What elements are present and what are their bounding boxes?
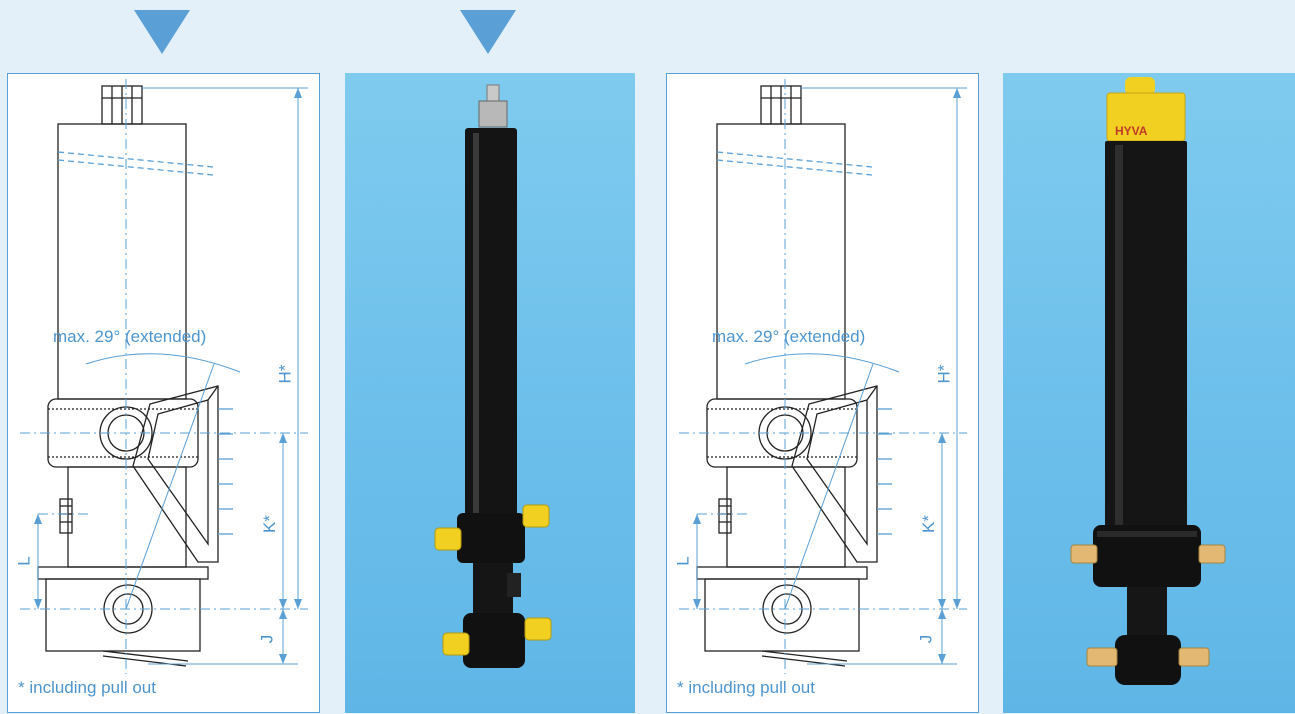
dimension-label-h: H* [275, 364, 295, 384]
dimension-label-j: J [916, 634, 936, 644]
dimension-label-h: H* [934, 364, 954, 384]
dimension-label-k: K* [918, 515, 938, 533]
hyva-logo: HYVA [1115, 124, 1148, 138]
product-photo-panel: HYVA [1003, 73, 1295, 713]
cylinder-photo [434, 84, 552, 668]
angle-label: max. 29° (extended) [53, 327, 207, 346]
footnote: * including pull out [18, 678, 156, 697]
cylinder-photo: HYVA [1070, 77, 1226, 685]
technical-drawing-panel: max. 29° (extended) H* K* L J * includin… [7, 73, 320, 713]
product-photo-panel [345, 73, 635, 713]
cylinder-drawing [20, 79, 308, 674]
cylinder-drawing [679, 79, 967, 674]
down-arrow-icon[interactable] [460, 10, 516, 54]
dimension-label-j: J [257, 634, 277, 644]
dimension-label-l: L [673, 556, 693, 566]
footnote: * including pull out [677, 678, 815, 697]
down-arrow-icon[interactable] [134, 10, 190, 54]
dimension-label-l: L [14, 556, 34, 566]
technical-drawing-panel: max. 29° (extended) H* K* L J * includin… [666, 73, 979, 713]
dimension-label-k: K* [259, 515, 279, 533]
angle-label: max. 29° (extended) [712, 327, 866, 346]
